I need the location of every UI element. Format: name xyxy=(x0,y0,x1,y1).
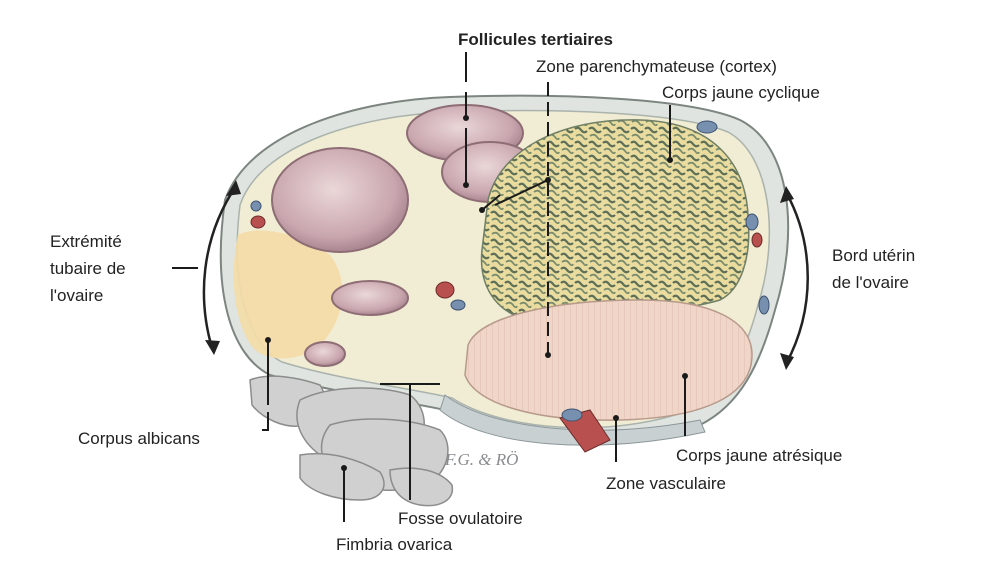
label-corpus-albicans: Corpus albicans xyxy=(78,429,200,449)
vessel-right-2 xyxy=(746,214,758,230)
label-zone-parenchymateuse: Zone parenchymateuse (cortex) xyxy=(536,57,777,77)
label-bord-uterin-line-2: de l'ovaire xyxy=(832,273,909,293)
follicle-small-1 xyxy=(332,281,408,315)
label-extremite-line-3: l'ovaire xyxy=(50,286,103,306)
follicle-large xyxy=(272,148,408,252)
label-zone-vasculaire: Zone vasculaire xyxy=(606,474,726,494)
label-extremite-line-1: Extrémité xyxy=(50,232,122,252)
label-corps-jaune-cyclique: Corps jaune cyclique xyxy=(662,83,820,103)
label-fimbria-ovarica: Fimbria ovarica xyxy=(336,535,452,555)
illustrator-signature: F.G. & RÖ xyxy=(444,450,518,469)
vessel-left-2 xyxy=(251,201,261,211)
vessel-blue xyxy=(451,300,465,310)
label-bord-uterin-line-1: Bord utérin xyxy=(832,246,915,266)
vessel-right-4 xyxy=(759,296,769,314)
vessel-left-1 xyxy=(251,216,265,228)
vessel-right-1 xyxy=(697,121,717,133)
vessel-right-3 xyxy=(752,233,762,247)
corps-jaune-atresique xyxy=(465,300,752,420)
arrow-head-right-bottom xyxy=(780,353,794,370)
label-follicules-tertiaires: Follicules tertiaires xyxy=(458,30,613,50)
corps-jaune-cyclique xyxy=(482,120,749,322)
follicle-small-2 xyxy=(305,342,345,366)
vessel-red xyxy=(436,282,454,298)
label-corps-jaune-atresique: Corps jaune atrésique xyxy=(676,446,842,466)
vessel-bottom-blue xyxy=(562,409,582,421)
label-extremite-line-2: tubaire de xyxy=(50,259,126,279)
label-fosse-ovulatoire: Fosse ovulatoire xyxy=(398,509,523,529)
arrow-bord-uterin xyxy=(786,192,808,364)
arrow-head-left-bottom xyxy=(205,340,220,355)
